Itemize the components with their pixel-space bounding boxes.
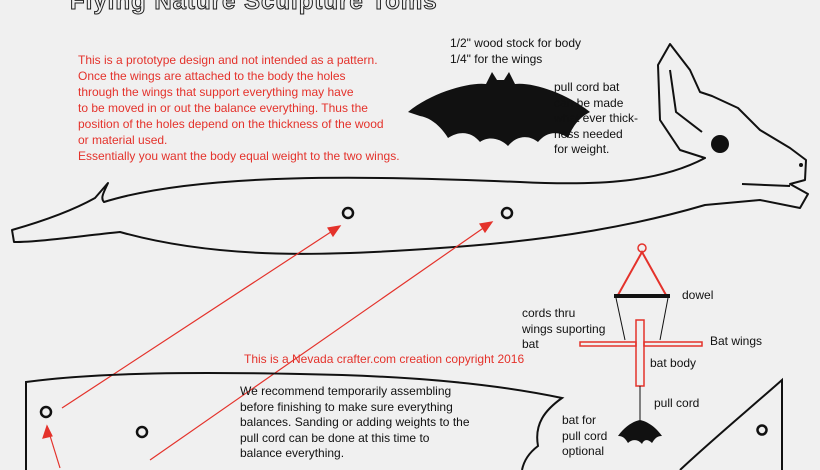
ear-inner-line: [669, 69, 703, 133]
intro-note: This is a prototype design and not inten…: [78, 53, 400, 163]
bat-body-outline: [11, 43, 809, 255]
bat-body-block: [635, 319, 645, 387]
wing-outline-right: [679, 377, 783, 470]
mouth-line: [741, 183, 791, 187]
pull-cord-note: pull cord bat can be made what ever thic…: [554, 80, 639, 156]
bat-silhouette-icon: [408, 72, 590, 146]
eye: [711, 135, 729, 153]
label-cords: cords thru wings suporting bat: [522, 306, 606, 351]
assembly-note: We recommend temporarily assembling befo…: [240, 384, 470, 460]
assembly-diagram: [579, 243, 703, 444]
body-hole-left: [341, 206, 355, 220]
copyright-note: This is a Nevada crafter.com creation co…: [244, 352, 525, 366]
wing-outline: [25, 371, 565, 470]
label-dowel: dowel: [682, 288, 714, 302]
small-bat-icon: [618, 420, 662, 444]
label-bat-wings: Bat wings: [710, 334, 763, 348]
wing-hole-left: [39, 405, 53, 419]
stock-note: 1/2" wood stock for body 1/4" for the wi…: [450, 36, 581, 66]
label-bat-body: bat body: [650, 356, 697, 370]
alignment-arrows: [42, 221, 494, 469]
pattern-title: Flying Nature Sculpture Toms: [70, 0, 438, 16]
label-optional: bat for pull cord optional: [562, 413, 608, 458]
hanger-cord: [616, 249, 668, 296]
bat-wing-right: [643, 341, 703, 347]
wing-hole-right: [756, 424, 768, 436]
nostril: [799, 163, 803, 167]
wing-hole-mid: [135, 425, 149, 439]
body-hole-right: [500, 206, 514, 220]
label-pull-cord: pull cord: [654, 396, 700, 410]
